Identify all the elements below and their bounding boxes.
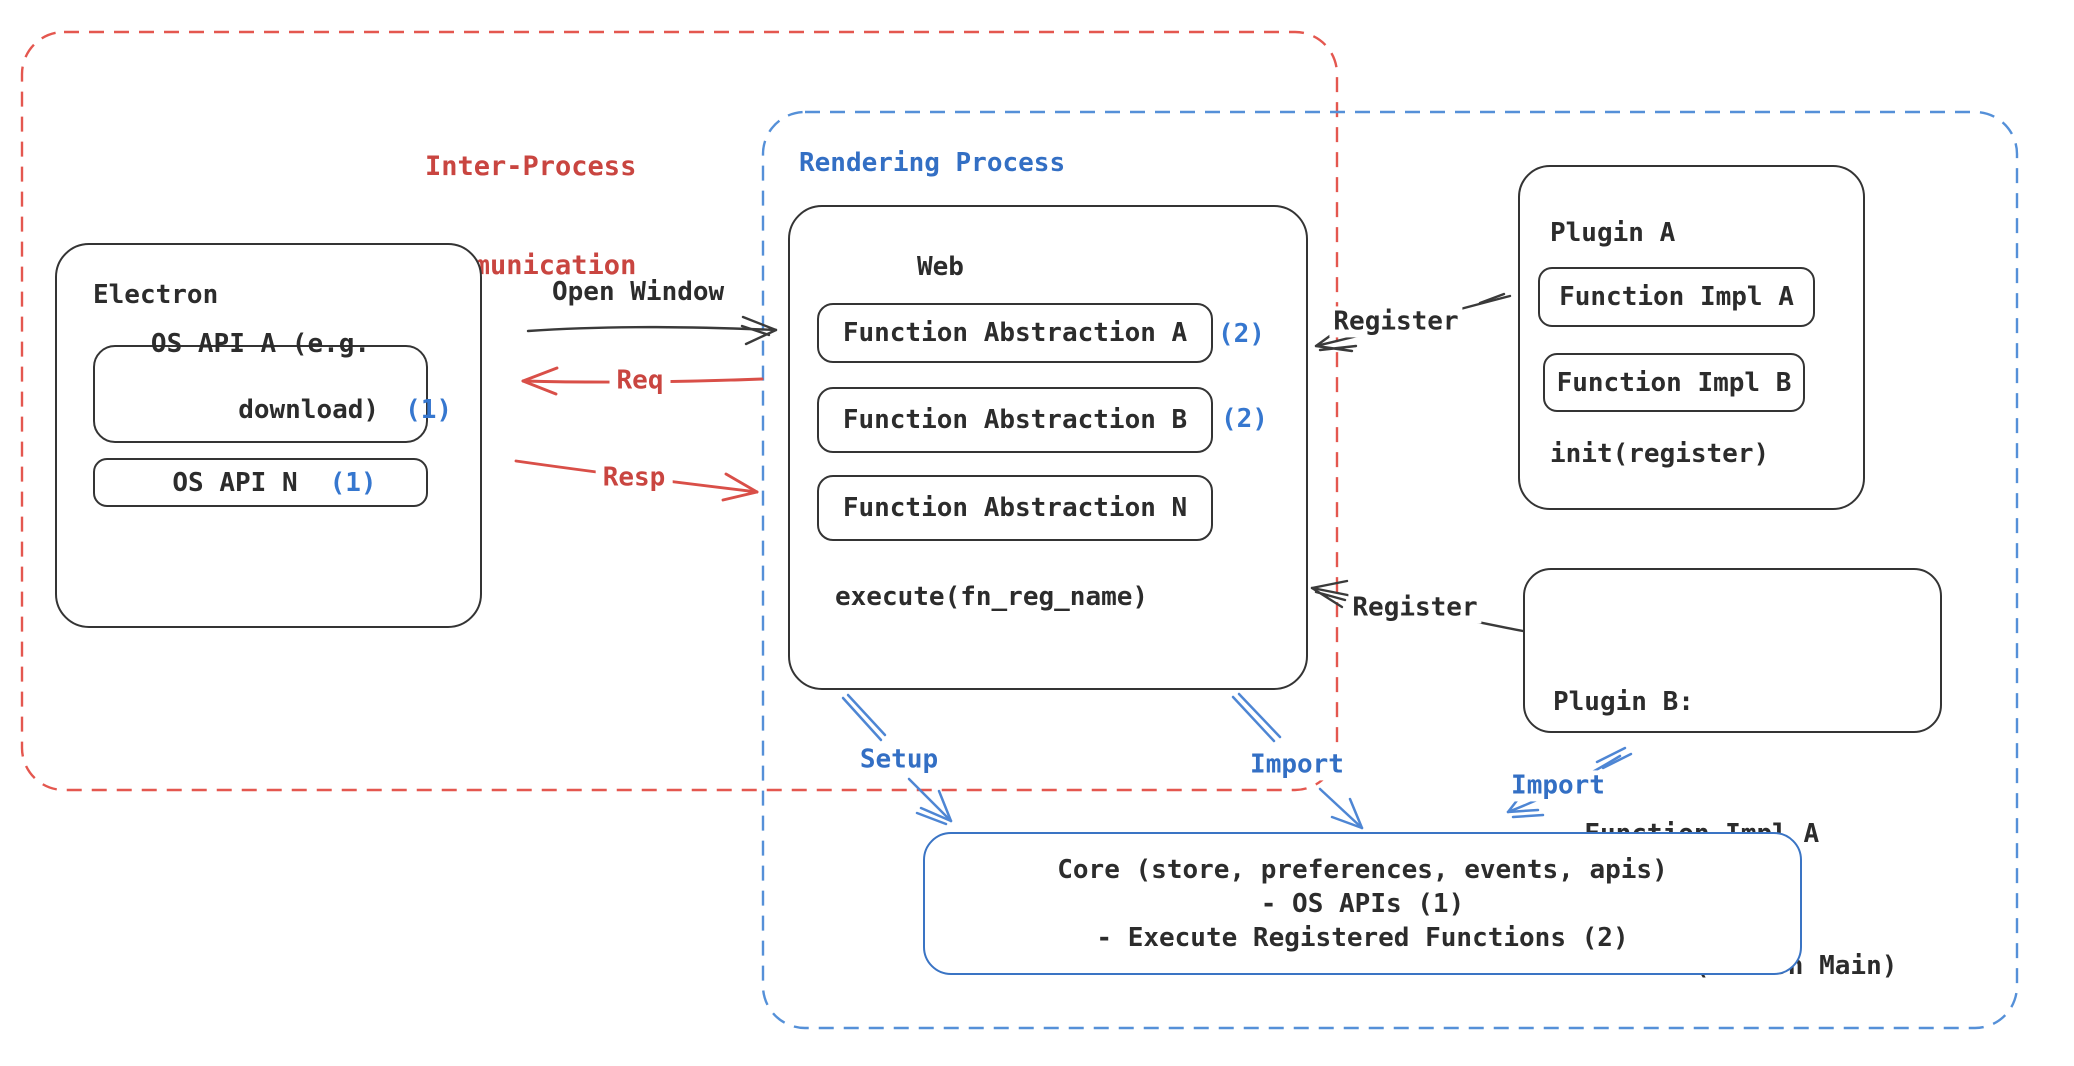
function-abstraction-n-box: Function Abstraction N <box>817 475 1213 541</box>
os-api-a-line1: OS API A (e.g. <box>150 329 371 359</box>
function-impl-a-box: Function Impl A <box>1538 267 1815 327</box>
os-api-a-box: OS API A (e.g. download) (1) <box>93 329 452 443</box>
plugin-a-box <box>1518 165 1865 510</box>
os-api-a-badge: (1) <box>405 395 453 425</box>
rendering-region-outline <box>761 110 2019 1030</box>
import-web-arrow <box>1231 692 1364 830</box>
function-abstraction-n-label: Function Abstraction N <box>842 493 1188 523</box>
import-web-label: Import <box>1246 749 1348 781</box>
web-title: Web <box>917 252 964 282</box>
function-abstraction-b-box: Function Abstraction B <box>817 387 1213 453</box>
ipc-region-outline <box>20 30 1339 792</box>
import-plugin-b-label: Import <box>1507 770 1609 802</box>
open-window-arrow <box>526 315 778 346</box>
plugin-b-title: Plugin B: <box>1553 687 1694 717</box>
rendering-region-label: Rendering Process <box>799 148 1066 178</box>
os-api-n-box: OS API N (1) <box>93 458 428 507</box>
function-abstraction-a-label: Function Abstraction A <box>842 318 1188 348</box>
core-line-3: - Execute Registered Functions (2) <box>1096 922 1629 953</box>
core-line-2: - OS APIs (1) <box>1260 888 1465 919</box>
function-impl-a-label: Function Impl A <box>1559 282 1794 312</box>
core-line-1: Core (store, preferences, events, apis) <box>1057 854 1668 885</box>
electron-title: Electron <box>93 280 219 310</box>
function-abstraction-b-badge: (2) <box>1221 404 1268 434</box>
plugin-a-title: Plugin A <box>1550 218 1676 248</box>
os-api-n-label: OS API N <box>172 467 298 498</box>
init-register-label: init(register) <box>1550 439 1770 469</box>
setup-label: Setup <box>852 744 946 776</box>
setup-arrow <box>841 693 953 826</box>
core-box: Core (store, preferences, events, apis) … <box>923 832 1802 975</box>
os-api-n-badge: (1) <box>329 467 377 498</box>
function-abstraction-b-label: Function Abstraction B <box>842 405 1188 435</box>
plugin-b-text: Plugin B: - Function Impl A - Module (ru… <box>1553 592 1897 1066</box>
function-abstraction-a-box: Function Abstraction A <box>817 303 1213 363</box>
function-impl-b-label: Function Impl B <box>1556 367 1792 398</box>
function-abstraction-a-badge: (2) <box>1218 319 1265 349</box>
function-impl-b-box: Function Impl B <box>1543 353 1805 412</box>
plugin-b-box <box>1523 568 1942 733</box>
resp-label: Resp <box>595 462 673 494</box>
req-label: Req <box>609 365 671 397</box>
register-plugin-a-label: Register <box>1329 306 1463 338</box>
open-window-label: Open Window <box>552 277 725 307</box>
register-plugin-b-label: Register <box>1348 592 1482 624</box>
execute-label: execute(fn_reg_name) <box>835 582 1149 612</box>
os-api-a-line2: download) <box>238 395 380 425</box>
